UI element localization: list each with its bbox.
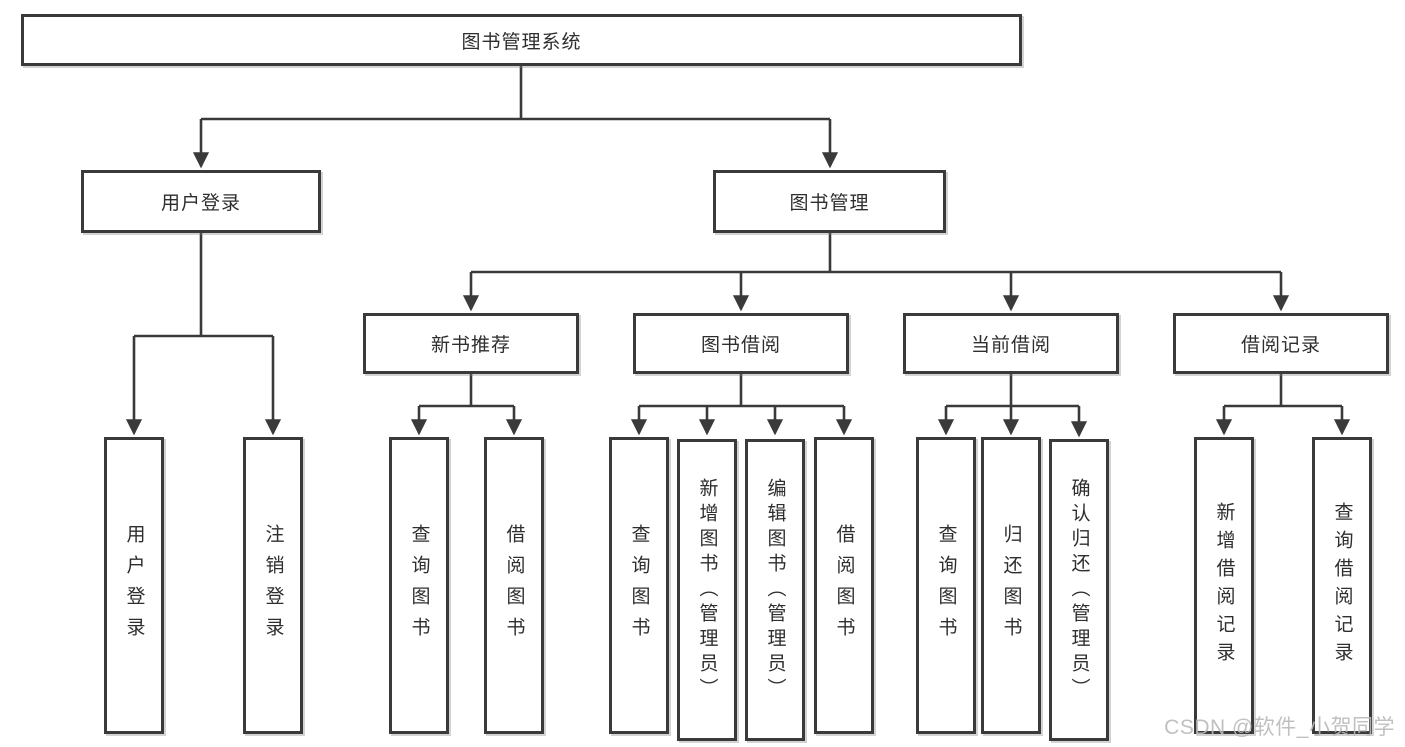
leaf-logout-label: 注销登录 xyxy=(262,523,284,648)
leaf-query-borrow-record-label: 查询借阅记录 xyxy=(1331,501,1353,670)
leaf-query-books-1-label: 查询图书 xyxy=(408,523,430,648)
node-user-login: 用户登录 xyxy=(81,170,321,233)
node-book-borrow: 图书借阅 xyxy=(633,313,849,374)
leaf-query-books-3: 查询图书 xyxy=(916,437,976,734)
node-borrow-record: 借阅记录 xyxy=(1173,313,1389,374)
leaf-return-books: 归还图书 xyxy=(981,437,1041,734)
leaf-borrow-books-2: 借阅图书 xyxy=(814,437,874,734)
leaf-confirm-return-admin-label: 确认归还（管理员） xyxy=(1068,477,1090,703)
leaf-query-books-1: 查询图书 xyxy=(389,437,449,734)
csdn-watermark: CSDN @软件_小贺同学 xyxy=(1164,716,1395,739)
leaf-query-borrow-record: 查询借阅记录 xyxy=(1312,437,1372,734)
leaf-add-borrow-record: 新增借阅记录 xyxy=(1194,437,1254,734)
connector-current-borrow-branch xyxy=(937,374,1088,438)
leaf-user-login: 用户登录 xyxy=(104,437,164,734)
leaf-logout: 注销登录 xyxy=(243,437,303,734)
leaf-edit-books-admin: 编辑图书（管理员） xyxy=(745,439,805,741)
node-current-borrow-label: 当前借阅 xyxy=(970,335,1051,356)
leaf-borrow-books-1-label: 借阅图书 xyxy=(503,523,525,648)
node-current-borrow: 当前借阅 xyxy=(903,313,1119,374)
connector-borrow-record-branch xyxy=(1215,374,1351,436)
leaf-add-books-admin-label: 新增图书（管理员） xyxy=(696,477,718,703)
node-user-login-label: 用户登录 xyxy=(160,193,241,214)
node-borrow-record-label: 借阅记录 xyxy=(1240,335,1321,356)
leaf-user-login-label: 用户登录 xyxy=(123,523,145,648)
leaf-borrow-books-2-label: 借阅图书 xyxy=(833,523,855,648)
node-root: 图书管理系统 xyxy=(21,14,1022,66)
leaf-query-books-3-label: 查询图书 xyxy=(935,523,957,648)
leaf-add-borrow-record-label: 新增借阅记录 xyxy=(1213,501,1235,670)
leaf-confirm-return-admin: 确认归还（管理员） xyxy=(1049,439,1109,741)
connector-book-borrow-branch xyxy=(630,374,853,436)
connector-user-login-branch xyxy=(125,233,282,436)
leaf-edit-books-admin-label: 编辑图书（管理员） xyxy=(764,477,786,703)
leaf-borrow-books-1: 借阅图书 xyxy=(484,437,544,734)
node-book-borrow-label: 图书借阅 xyxy=(700,335,781,356)
node-new-book-recommend: 新书推荐 xyxy=(363,313,579,374)
node-book-mgmt: 图书管理 xyxy=(713,170,946,233)
connector-new-book-branch xyxy=(410,374,523,436)
leaf-query-books-2-label: 查询图书 xyxy=(628,523,650,648)
connector-root-to-level2 xyxy=(192,66,839,169)
node-root-label: 图书管理系统 xyxy=(461,31,582,53)
leaf-query-books-2: 查询图书 xyxy=(609,437,669,734)
leaf-return-books-label: 归还图书 xyxy=(1000,523,1022,648)
leaf-add-books-admin: 新增图书（管理员） xyxy=(677,439,737,741)
connector-book-mgmt-branch xyxy=(462,233,1290,312)
node-book-mgmt-label: 图书管理 xyxy=(789,193,870,214)
node-new-book-recommend-label: 新书推荐 xyxy=(430,335,511,356)
